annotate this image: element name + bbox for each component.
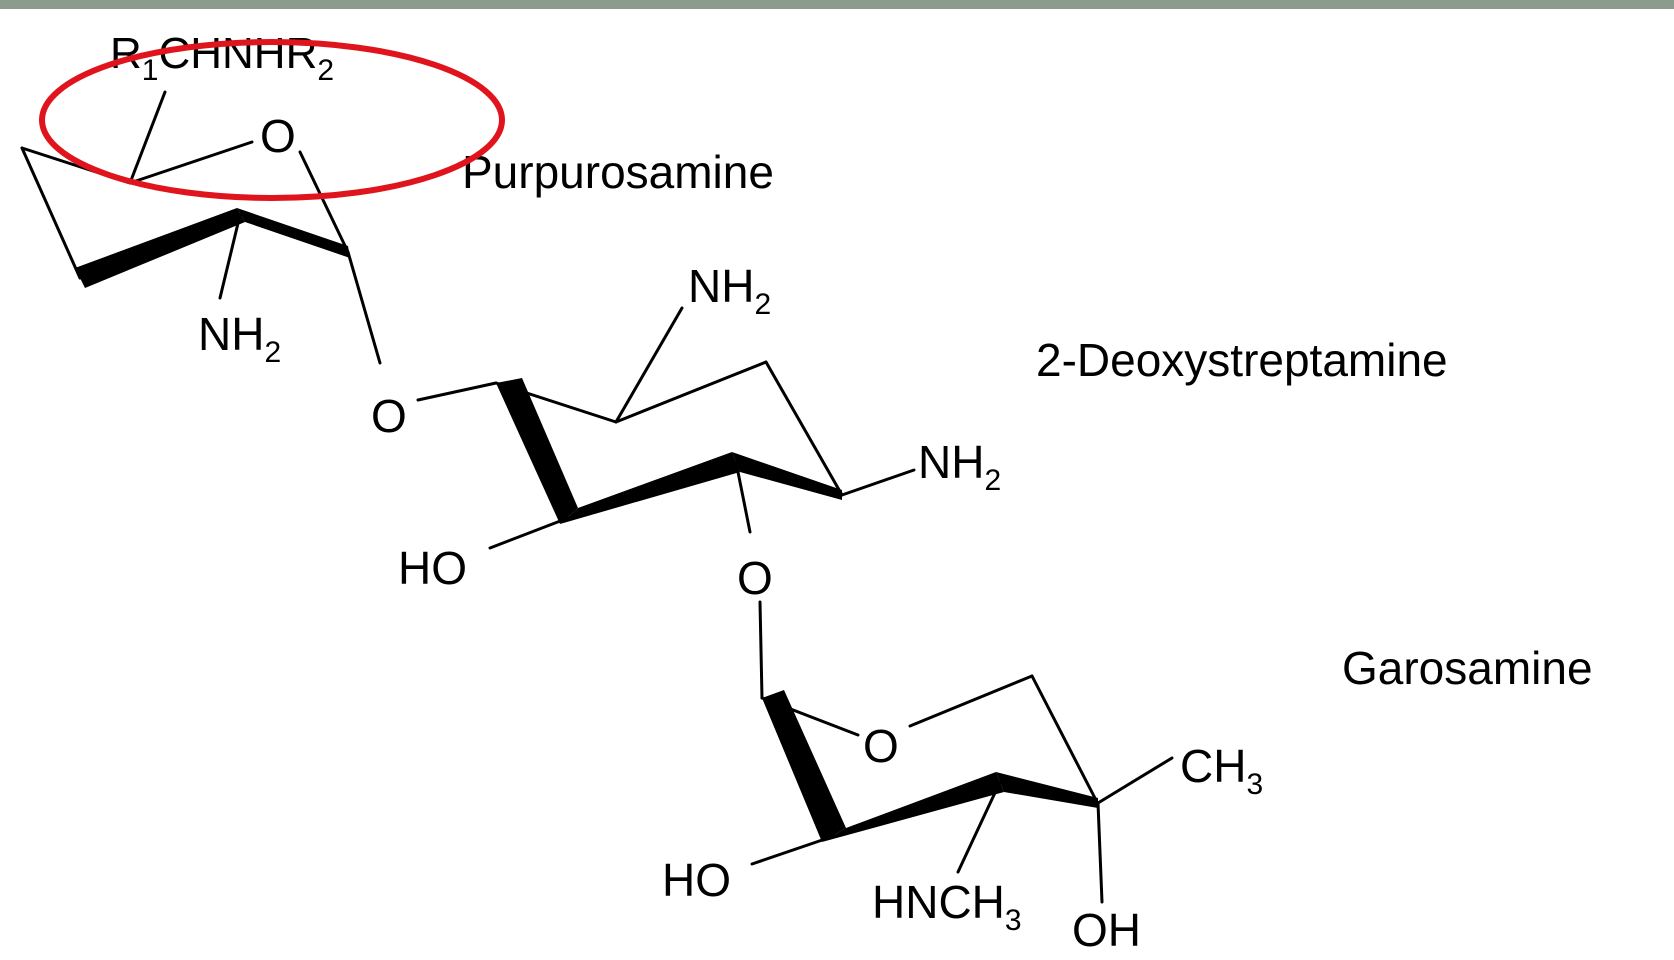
bond-r1-c4-c3 — [20, 146, 82, 280]
ring3-hydroxyl-left-label: HO — [662, 854, 731, 906]
bond-r3-c4-hydroxyl — [1096, 801, 1104, 904]
ring2-amino-right-label: NH2 — [918, 436, 1001, 497]
bond-r3-c5-c4 — [1030, 674, 1100, 806]
bond-r3-c3-methylamino — [956, 780, 1002, 874]
bond-r1-o-c1 — [298, 150, 350, 254]
ring3-oxygen-label: O — [863, 720, 899, 772]
bond-r3-o-c5 — [908, 674, 1034, 728]
wedge-bond-r3-c2-c3 — [822, 772, 1004, 842]
purpurosamine-ring — [20, 90, 382, 365]
bond-r2-c5-amino — [614, 306, 684, 424]
bond-r3-c2-hydroxyl — [750, 834, 836, 866]
bond-r1-c5-o — [128, 140, 254, 185]
ring2-hydroxyl-label: HO — [398, 542, 467, 594]
bond-r1-c2-amino — [218, 213, 242, 300]
bond-r3-c4-methyl — [1096, 756, 1174, 805]
bond-o1-c4 — [416, 381, 498, 402]
bond-r1-c5-sidechain — [128, 90, 167, 185]
bond-r2-c1-amino — [840, 468, 916, 497]
bond-r2-c2-glycosidic-o — [734, 460, 752, 534]
ring3-methylamino-label: HNCH3 — [872, 876, 1022, 937]
ring2-amino-top-label: NH2 — [688, 260, 771, 321]
glycosidic-oxygen-2: O — [737, 552, 773, 604]
bond-r2-c3-hydroxyl — [488, 516, 570, 550]
wedge-bond-r3-c1-c2 — [762, 690, 846, 842]
deoxystreptamine-name: 2-Deoxystreptamine — [1036, 334, 1448, 386]
garosamine-name: Garosamine — [1342, 642, 1593, 694]
bond-r1-c1-glycosidic-o — [346, 250, 382, 365]
ring1-sidechain-label: R1CHNHR2 — [110, 29, 334, 87]
top-border-bar — [0, 0, 1674, 9]
glycosidic-oxygen-1: O — [371, 390, 407, 442]
wedge-bond-r1-c3-c2 — [75, 208, 245, 288]
ring1-amino-label: NH2 — [198, 308, 281, 369]
bond-r2-c5-c6 — [614, 360, 768, 424]
wedge-bond-r2-c4-c3 — [496, 378, 578, 524]
highlight-ellipse — [39, 39, 505, 201]
ring1-oxygen-label: O — [260, 110, 296, 162]
wedge-bond-r3-c3-c4 — [996, 772, 1098, 808]
garosamine-ring — [750, 600, 1174, 904]
wedge-bond-r1-c2-c1 — [237, 208, 350, 258]
ring3-methyl-label: CH3 — [1180, 740, 1263, 801]
wedge-bond-r2-c2-c1 — [732, 452, 842, 500]
bond-r2-c6-c1 — [764, 360, 844, 497]
bond-o2-c1 — [758, 600, 764, 700]
purpurosamine-name: Purpurosamine — [462, 146, 774, 198]
deoxystreptamine-ring — [416, 306, 916, 550]
wedge-bond-r2-c3-c2 — [560, 452, 740, 524]
ring3-hydroxyl-bottom-label: OH — [1072, 904, 1141, 956]
